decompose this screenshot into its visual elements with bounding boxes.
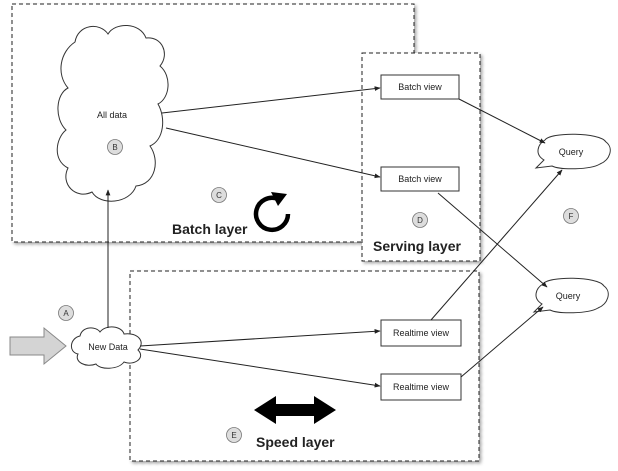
refresh-cycle-icon xyxy=(253,192,291,233)
serving-layer-label: Serving layer xyxy=(373,238,461,254)
query-label-2: Query xyxy=(556,291,581,301)
marker-e-label: E xyxy=(231,431,236,440)
new-data-cloud xyxy=(71,326,142,369)
realtime-view-box-1 xyxy=(380,319,462,347)
batch-view-box-1 xyxy=(380,74,460,100)
arrow-alldata-to-batchview-1 xyxy=(161,86,381,114)
arrow-alldata-to-batchview-2 xyxy=(165,127,381,179)
realtime-view-label-2: Realtime view xyxy=(393,382,450,392)
new-data-label: New Data xyxy=(88,342,128,352)
realtime-view-box-2 xyxy=(380,373,462,401)
marker-e xyxy=(226,427,242,443)
arrow-newdata-to-realtime-1 xyxy=(139,328,381,347)
arrow-newdata-to-realtime-2 xyxy=(139,348,381,388)
marker-c xyxy=(211,187,227,203)
marker-d xyxy=(412,212,428,228)
arrow-realtime-1-to-query-1 xyxy=(430,169,563,321)
marker-d-label: D xyxy=(417,216,423,225)
batch-view-label-2: Batch view xyxy=(398,174,442,184)
input-arrow-icon xyxy=(9,326,67,366)
arrow-batchview-1-to-query-1 xyxy=(458,98,546,144)
marker-c-label: C xyxy=(216,191,222,200)
marker-b-label: B xyxy=(112,143,117,152)
batch-view-box-2 xyxy=(380,166,460,192)
speed-layer-frame xyxy=(129,270,480,462)
marker-f xyxy=(563,208,579,224)
bidirectional-arrow-icon xyxy=(254,396,336,424)
arrow-realtime-2-to-query-2 xyxy=(460,306,544,378)
marker-a xyxy=(58,305,74,321)
connector-arrows xyxy=(105,86,563,388)
query-label-1: Query xyxy=(559,147,584,157)
marker-b xyxy=(107,139,123,155)
speed-layer-label: Speed layer xyxy=(256,434,335,450)
arrow-batchview-2-to-query-2 xyxy=(437,192,548,288)
query-bubble-2 xyxy=(532,277,609,314)
batch-view-label-1: Batch view xyxy=(398,82,442,92)
query-bubble-1 xyxy=(534,133,611,170)
batch-layer-label: Batch layer xyxy=(172,221,248,237)
marker-f-label: F xyxy=(569,212,574,221)
marker-a-label: A xyxy=(63,309,69,318)
realtime-view-label-1: Realtime view xyxy=(393,328,450,338)
all-data-cloud xyxy=(56,25,169,202)
all-data-label: All data xyxy=(97,110,127,120)
